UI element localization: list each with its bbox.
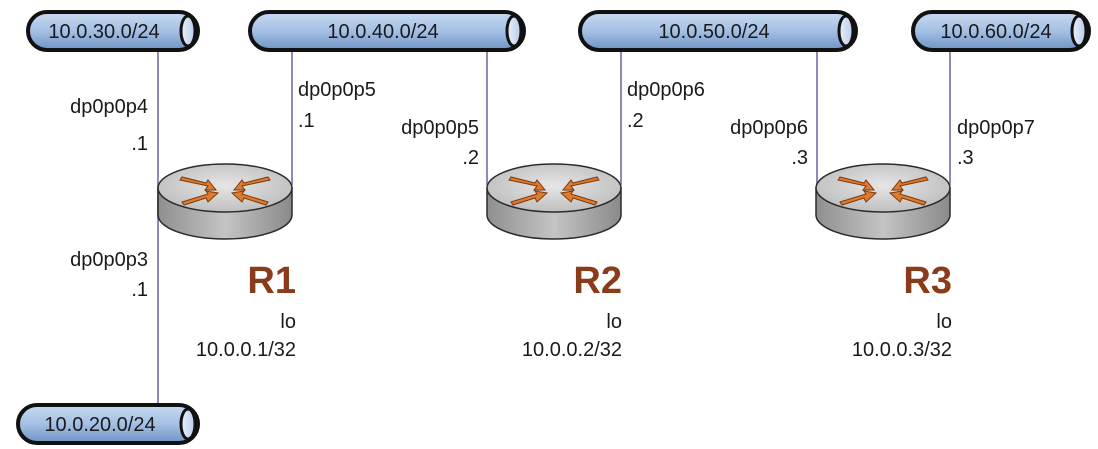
r1-if-down-ip: .1	[131, 279, 148, 301]
network-pipe-n30[interactable]: 10.0.30.0/24	[26, 10, 200, 52]
links	[157, 38, 951, 412]
r1-lo-addr: 10.0.0.1/32	[196, 339, 296, 361]
r1-lo-label: lo	[280, 311, 296, 333]
r2-if-left-ip: .2	[462, 147, 479, 169]
network-label-n60: 10.0.60.0/24	[940, 21, 1051, 43]
r2-if-left: dp0p0p5	[401, 117, 479, 139]
router-r2-icon[interactable]	[486, 163, 622, 240]
r3-if-left-ip: .3	[791, 147, 808, 169]
r1-if-up-ip: .1	[131, 133, 148, 155]
network-label-n40: 10.0.40.0/24	[327, 21, 438, 43]
r1-if-down: dp0p0p3	[70, 249, 148, 271]
r1-if-right-ip: .1	[298, 110, 315, 132]
r3-if-right: dp0p0p7	[957, 117, 1035, 139]
network-label-n20: 10.0.20.0/24	[44, 414, 155, 436]
r2-lo-label: lo	[606, 311, 622, 333]
router-r3-icon[interactable]	[815, 163, 951, 240]
network-pipe-n60[interactable]: 10.0.60.0/24	[911, 10, 1091, 52]
r3-if-left: dp0p0p6	[730, 117, 808, 139]
r2-if-right-ip: .2	[627, 110, 644, 132]
r3-if-right-ip: .3	[957, 147, 974, 169]
r1-if-right: dp0p0p5	[298, 79, 376, 101]
network-pipe-n20[interactable]: 10.0.20.0/24	[16, 403, 200, 445]
network-label-n30: 10.0.30.0/24	[48, 21, 159, 43]
router-r2-name: R2	[573, 260, 622, 302]
r3-lo-addr: 10.0.0.3/32	[852, 339, 952, 361]
router-r1-icon[interactable]	[157, 163, 293, 240]
r2-lo-addr: 10.0.0.2/32	[522, 339, 622, 361]
network-pipe-n50[interactable]: 10.0.50.0/24	[578, 10, 858, 52]
r1-if-up: dp0p0p4	[70, 96, 148, 118]
network-label-n50: 10.0.50.0/24	[658, 21, 769, 43]
r3-lo-label: lo	[936, 311, 952, 333]
router-r3-name: R3	[903, 260, 952, 302]
r2-if-right: dp0p0p6	[627, 79, 705, 101]
network-pipe-n40[interactable]: 10.0.40.0/24	[248, 10, 526, 52]
router-r1-name: R1	[247, 260, 296, 302]
